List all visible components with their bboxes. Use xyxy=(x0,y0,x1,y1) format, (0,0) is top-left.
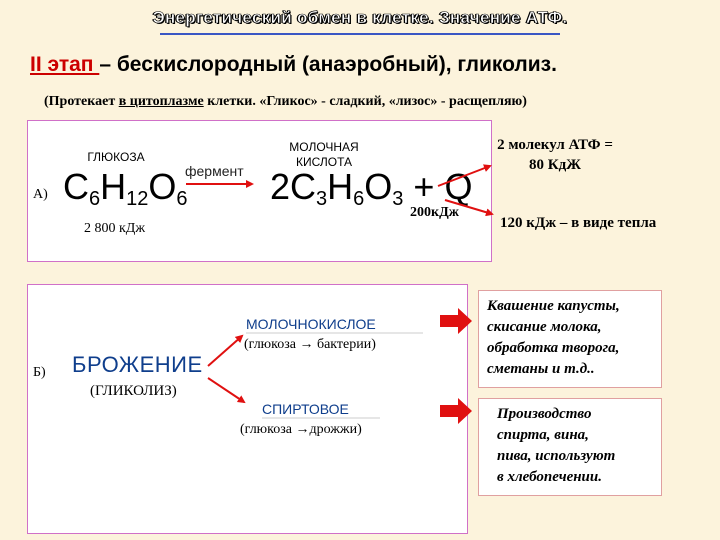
subtitle-prefix: (Протекает xyxy=(44,94,119,109)
atp-line1: 2 молекул АТФ = xyxy=(497,137,613,153)
lactic-example-1: Квашение капусты, xyxy=(487,298,620,314)
enzyme-label: фермент xyxy=(185,163,244,179)
page-title: Энергетический обмен в клетке. Значение … xyxy=(152,8,568,28)
q-energy: 200кДж xyxy=(410,205,459,220)
alcohol-title: СПИРТОВОЕ xyxy=(262,401,349,417)
lactic-examples: Квашение капусты, скисание молока, обраб… xyxy=(487,296,620,380)
stage-text: – бескислородный (анаэробный), гликолиз. xyxy=(99,53,557,76)
subtitle-underlined: в цитоплазме xyxy=(118,94,204,109)
glucose-formula: C6H12O6 xyxy=(63,166,188,210)
lactic-example-3: обработка творога, xyxy=(487,340,620,356)
fermentation-panel xyxy=(27,284,468,534)
alcohol-example-3: пива, используют xyxy=(497,448,616,464)
lactic-example-4: сметаны и т.д.. xyxy=(487,361,595,377)
reaction-panel xyxy=(27,120,492,262)
atp-yield: 2 молекул АТФ = 80 КдЖ xyxy=(480,135,630,175)
marker-a: А) xyxy=(33,187,48,202)
alcohol-block-arrow xyxy=(440,398,472,424)
to-alcohol-arrow xyxy=(207,377,246,404)
product-label-line1: МОЛОЧНАЯ xyxy=(289,140,359,154)
alcohol-desc: (глюкоза →дрожжи) xyxy=(240,422,362,437)
lactic-desc: (глюкоза → бактерии) xyxy=(244,337,376,352)
subtitle: (Протекает в цитоплазме клетки. «Гликос»… xyxy=(44,94,527,110)
title-underline xyxy=(160,33,560,35)
fermentation-subtitle: (ГЛИКОЛИЗ) xyxy=(90,383,177,399)
atp-arrow xyxy=(437,164,492,187)
lactic-examples-box xyxy=(478,290,662,388)
lactic-example-2: скисание молока, xyxy=(487,319,602,335)
product-formula: 2C3H6O3 + Q xyxy=(270,166,473,210)
lactic-title: МОЛОЧНОКИСЛОЕ xyxy=(246,316,376,332)
heat-yield: 120 кДж – в виде тепла xyxy=(500,215,657,231)
atp-line2: 80 КдЖ xyxy=(528,157,582,173)
alcohol-examples: Производство спирта, вина, пива, использ… xyxy=(497,404,615,488)
alcohol-example-2: спирта, вина, xyxy=(497,427,589,443)
stage-heading: II этап – бескислородный (анаэробный), г… xyxy=(30,53,557,77)
alcohol-example-4: в хлебопечении. xyxy=(497,469,602,485)
marker-b: Б) xyxy=(33,365,46,380)
lactic-block-arrow xyxy=(440,308,472,334)
glucose-energy: 2 800 кДж xyxy=(84,221,146,236)
to-lactic-arrow xyxy=(207,334,244,367)
subtitle-suffix: клетки. «Гликос» - сладкий, «лизос» - ра… xyxy=(203,94,527,109)
alcohol-example-1: Производство xyxy=(497,406,592,422)
glucose-label: ГЛЮКОЗА xyxy=(87,150,145,164)
alcohol-examples-box xyxy=(478,398,662,496)
fermentation-title: БРОЖЕНИЕ xyxy=(72,352,203,377)
stage-label: II этап xyxy=(30,53,100,76)
product-label-line2: КИСЛОТА xyxy=(295,155,353,169)
heat-arrow xyxy=(444,199,494,217)
product-label: МОЛОЧНАЯ КИСЛОТА xyxy=(268,140,380,170)
